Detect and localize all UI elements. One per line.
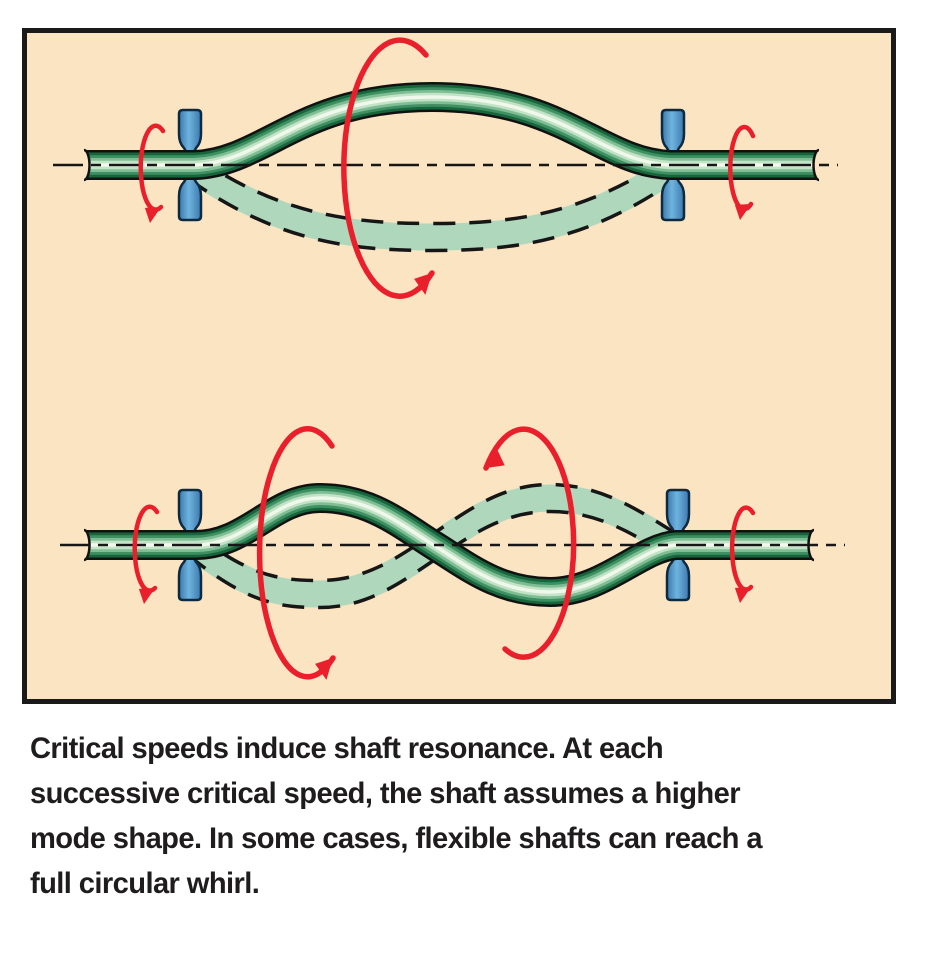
figure-canvas	[53, 37, 845, 680]
rotation-arrow-left-first-mode	[138, 123, 166, 224]
rotation-arrow-right-second-mode	[729, 505, 756, 604]
shaft-break-left-first-mode	[78, 148, 91, 182]
caption-line: successive critical speed, the shaft ass…	[30, 777, 741, 810]
rotation-arrow-right-first-mode	[728, 124, 756, 221]
caption: Critical speeds induce shaft resonance. …	[30, 726, 884, 906]
ghost-shaft-first-mode	[187, 155, 678, 253]
bearing-left-first-mode	[177, 108, 203, 222]
rotation-arrow-second-antinode-second-mode	[483, 426, 577, 660]
figure-box	[22, 28, 896, 704]
bearing-right-first-mode	[660, 108, 686, 222]
first-mode-diagram	[53, 37, 838, 299]
rotation-arrow-first-antinode-second-mode	[256, 426, 336, 680]
bearing-right-second-mode	[665, 488, 691, 602]
bearing-left-second-mode	[177, 488, 203, 602]
caption-line: Critical speeds induce shaft resonance. …	[30, 732, 664, 765]
rotation-arrow-center-first-mode	[341, 37, 435, 299]
caption-line: full circular whirl.	[30, 867, 260, 900]
caption-line: mode shape. In some cases, flexible shaf…	[30, 822, 763, 855]
rotation-arrow-left-second-mode	[132, 504, 160, 605]
second-mode-diagram	[60, 426, 845, 680]
solid-shaft-first-mode	[84, 82, 819, 180]
